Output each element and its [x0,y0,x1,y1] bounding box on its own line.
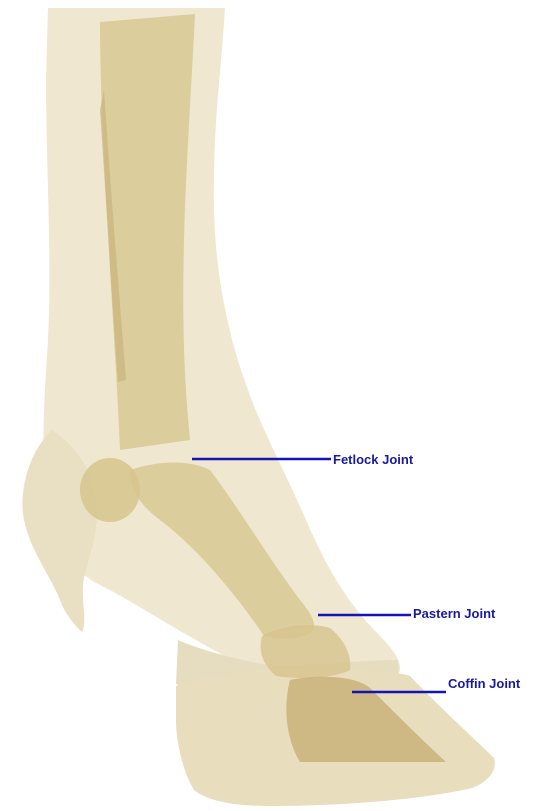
leg-silhouette [43,8,400,690]
sesamoid-bone [80,458,140,522]
fetlock-joint-label: Fetlock Joint [333,452,413,467]
pastern-joint-label: Pastern Joint [413,606,495,621]
coffin-joint-label: Coffin Joint [448,676,520,691]
